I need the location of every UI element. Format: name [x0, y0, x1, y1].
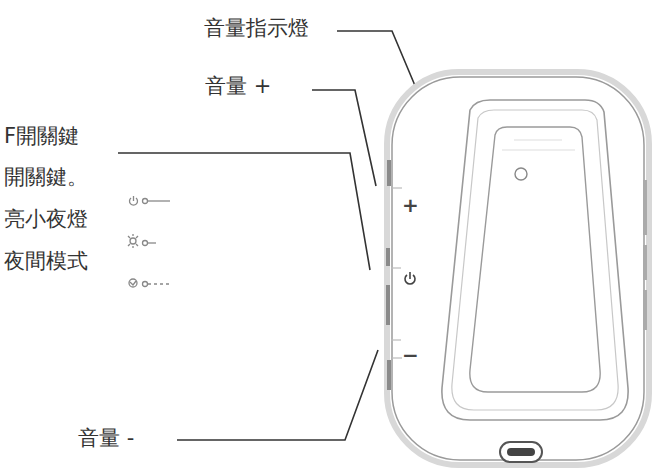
callout-label: F開關鍵 — [4, 124, 79, 149]
callout-label: 亮小夜燈 — [4, 207, 88, 232]
callout-label: 夜間模式 — [4, 249, 88, 274]
callout-label: 音量 - — [78, 426, 134, 451]
callout-label: 音量 + — [205, 74, 271, 99]
button-symbol: − — [402, 343, 419, 367]
callout-label: 開關鍵。 — [4, 165, 88, 190]
button-symbol: + — [402, 193, 419, 217]
callout-label: 音量指示燈 — [204, 16, 309, 41]
